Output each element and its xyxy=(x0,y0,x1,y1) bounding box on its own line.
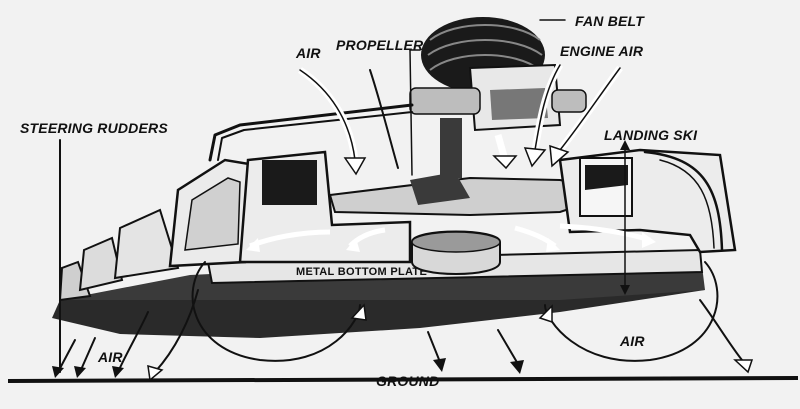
propeller-hub xyxy=(411,118,501,275)
escape-air-arrows xyxy=(52,289,754,382)
engine-assembly xyxy=(208,17,587,162)
engine-air-label: ENGINE AIR xyxy=(560,43,644,59)
air-flow-curves xyxy=(191,261,719,362)
metal-bottom-plate-label: METAL BOTTOM PLATE xyxy=(296,266,427,278)
hull-left-segments xyxy=(58,158,257,302)
fan-belt-label: FAN BELT xyxy=(575,13,645,29)
ground-line xyxy=(7,376,799,383)
left-air-duct xyxy=(262,160,317,205)
internal-air-arrows xyxy=(246,223,656,252)
air-top-label: AIR xyxy=(295,45,321,61)
leader-lines xyxy=(59,19,630,373)
landing-ski-label: LANDING SKI xyxy=(604,127,698,143)
steering-rudders-label: STEERING RUDDERS xyxy=(20,120,168,136)
air-bottom-right-label: AIR xyxy=(619,333,645,349)
intake-air-arrows xyxy=(298,63,623,176)
ground-label: GROUND xyxy=(376,373,439,389)
air-bottom-left-label: AIR xyxy=(97,349,123,365)
propeller-label: PROPELLER xyxy=(336,37,424,53)
propeller-shaft xyxy=(440,118,462,178)
labels: FAN BELT PROPELLER AIR ENGINE AIR STEERI… xyxy=(20,13,698,389)
